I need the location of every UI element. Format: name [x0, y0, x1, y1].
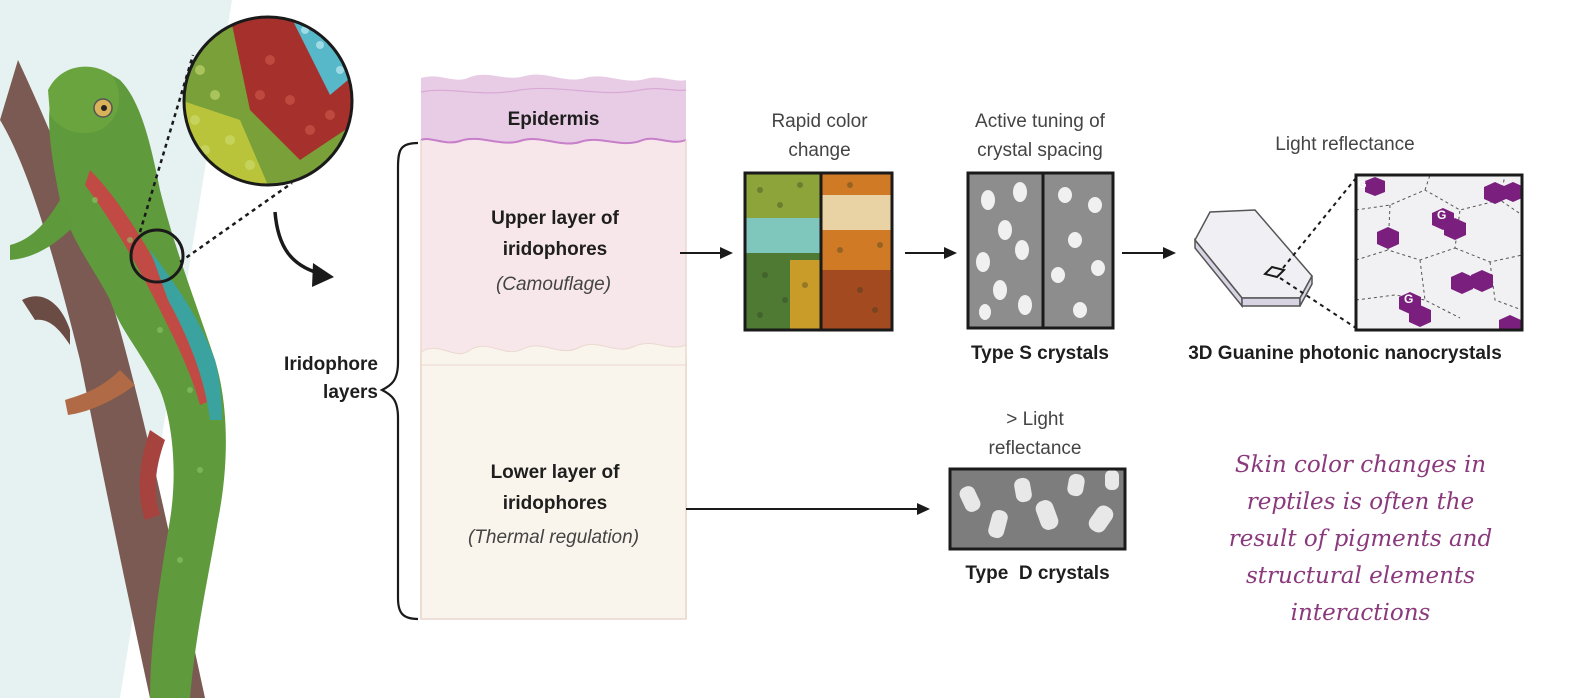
lower-reflectance-caption: > Light reflectance: [988, 409, 1082, 459]
lower-layer-role: (Thermal regulation): [467, 527, 640, 548]
nanocrystals-label: 3D Guanine photonic nanocrystals: [1188, 343, 1502, 364]
light-reflectance-caption: Light reflectance: [1275, 134, 1415, 155]
iridophore-layers-label: Iridophore layers: [284, 354, 378, 403]
type-s-crystals-label: Type S crystals: [970, 343, 1109, 364]
upper-layer-role: (Camouflage): [495, 274, 612, 295]
tuning-caption: Active tuning of crystal spacing: [975, 111, 1105, 161]
type-d-crystals-label: Type D crystals: [965, 563, 1110, 584]
epidermis-label: Epidermis: [507, 109, 600, 130]
guanine-label-3: G: [1358, 179, 1367, 191]
guanine-label-2: G: [1404, 292, 1413, 306]
summary-note: Skin color changes in reptiles is often …: [1228, 452, 1493, 626]
guanine-label-1: G: [1437, 208, 1446, 222]
color-change-caption: Rapid color change: [771, 111, 868, 161]
lower-layer-title: Lower layer of iridophores: [490, 462, 620, 514]
upper-layer-title: Upper layer of iridophores: [491, 208, 619, 260]
